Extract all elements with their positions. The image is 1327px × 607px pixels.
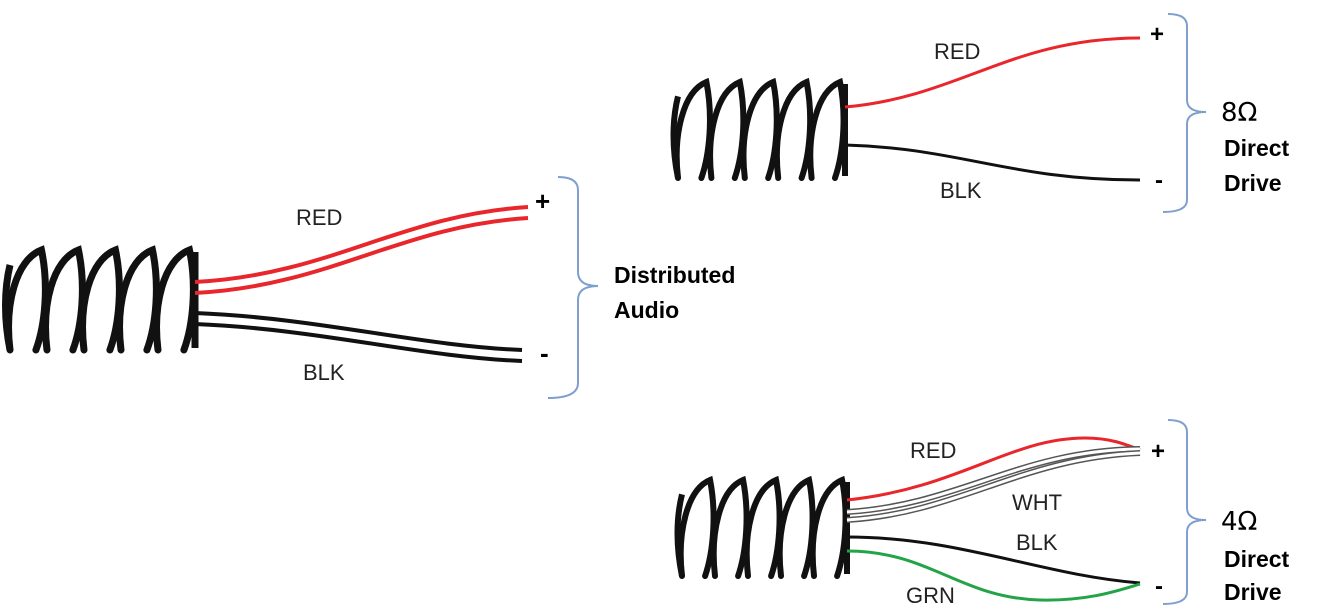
armor-coil [116, 245, 160, 354]
green-wire-label: GRN [906, 583, 955, 607]
armor-coil [79, 245, 123, 354]
direct-drive-4ohm-group: RED WHT BLK GRN + - 4Ω Direct Drive [674, 419, 1290, 607]
red-wire-label: RED [296, 205, 342, 230]
armor-edge [674, 493, 685, 577]
white-wire [846, 447, 1141, 514]
direct-drive-8ohm-group: RED BLK + - 8Ω Direct Drive [670, 13, 1290, 213]
negative-terminal: - [540, 338, 549, 368]
armor-coil [710, 475, 750, 579]
armor-coil [740, 77, 780, 181]
armor-coil [773, 77, 814, 181]
black-wire [846, 535, 1141, 585]
black-wire-label: BLK [303, 360, 345, 385]
armor-coil [807, 77, 847, 181]
diagram-title: Distributed [614, 262, 735, 288]
impedance-label: 8Ω [1221, 98, 1257, 128]
armored-cable-icon [674, 475, 850, 579]
armor-edge [670, 95, 681, 179]
armor-coil [5, 245, 49, 354]
red-wire-label: RED [910, 438, 956, 463]
armor-coil [42, 245, 86, 354]
armored-cable-icon [670, 77, 848, 181]
diagram-title: Audio [614, 297, 679, 323]
diagram-title: Drive [1224, 579, 1282, 605]
white-wire-label: WHT [1012, 490, 1062, 515]
armor-edge [2, 264, 14, 351]
diagram-title: Direct [1224, 546, 1290, 572]
green-wire [846, 549, 1141, 602]
armor-coil [673, 77, 713, 181]
bracket [547, 176, 599, 399]
negative-terminal: - [1155, 167, 1163, 194]
black-wire-label: BLK [1016, 530, 1058, 555]
negative-terminal: - [1155, 573, 1163, 600]
diagram-title: Direct [1224, 135, 1290, 161]
armor-coil [677, 475, 717, 579]
armor-coil [809, 475, 849, 579]
black-wire [194, 322, 523, 363]
bracket [1162, 13, 1207, 213]
positive-terminal: + [535, 186, 550, 216]
armor-coil [707, 77, 747, 181]
armored-cable-icon [2, 245, 199, 354]
black-wire [194, 311, 523, 352]
positive-terminal: + [1151, 438, 1165, 465]
black-wire-label: BLK [940, 178, 982, 203]
armor-coil [153, 245, 197, 354]
distributed-audio-group: RED BLK + - Distributed Audio [2, 176, 735, 399]
red-wire [194, 205, 529, 284]
red-wire-label: RED [934, 39, 980, 64]
white-wire [846, 451, 1141, 522]
black-wire [844, 143, 1141, 182]
white-wire [846, 450, 1141, 523]
positive-terminal: + [1150, 21, 1164, 48]
red-wire [846, 436, 1141, 502]
red-wire [844, 36, 1141, 109]
red-wire [194, 216, 529, 295]
bracket [1162, 419, 1207, 605]
impedance-label: 4Ω [1221, 507, 1257, 537]
armor-coil [743, 475, 783, 579]
armor-coil [776, 475, 816, 579]
diagram-title: Drive [1224, 170, 1282, 196]
